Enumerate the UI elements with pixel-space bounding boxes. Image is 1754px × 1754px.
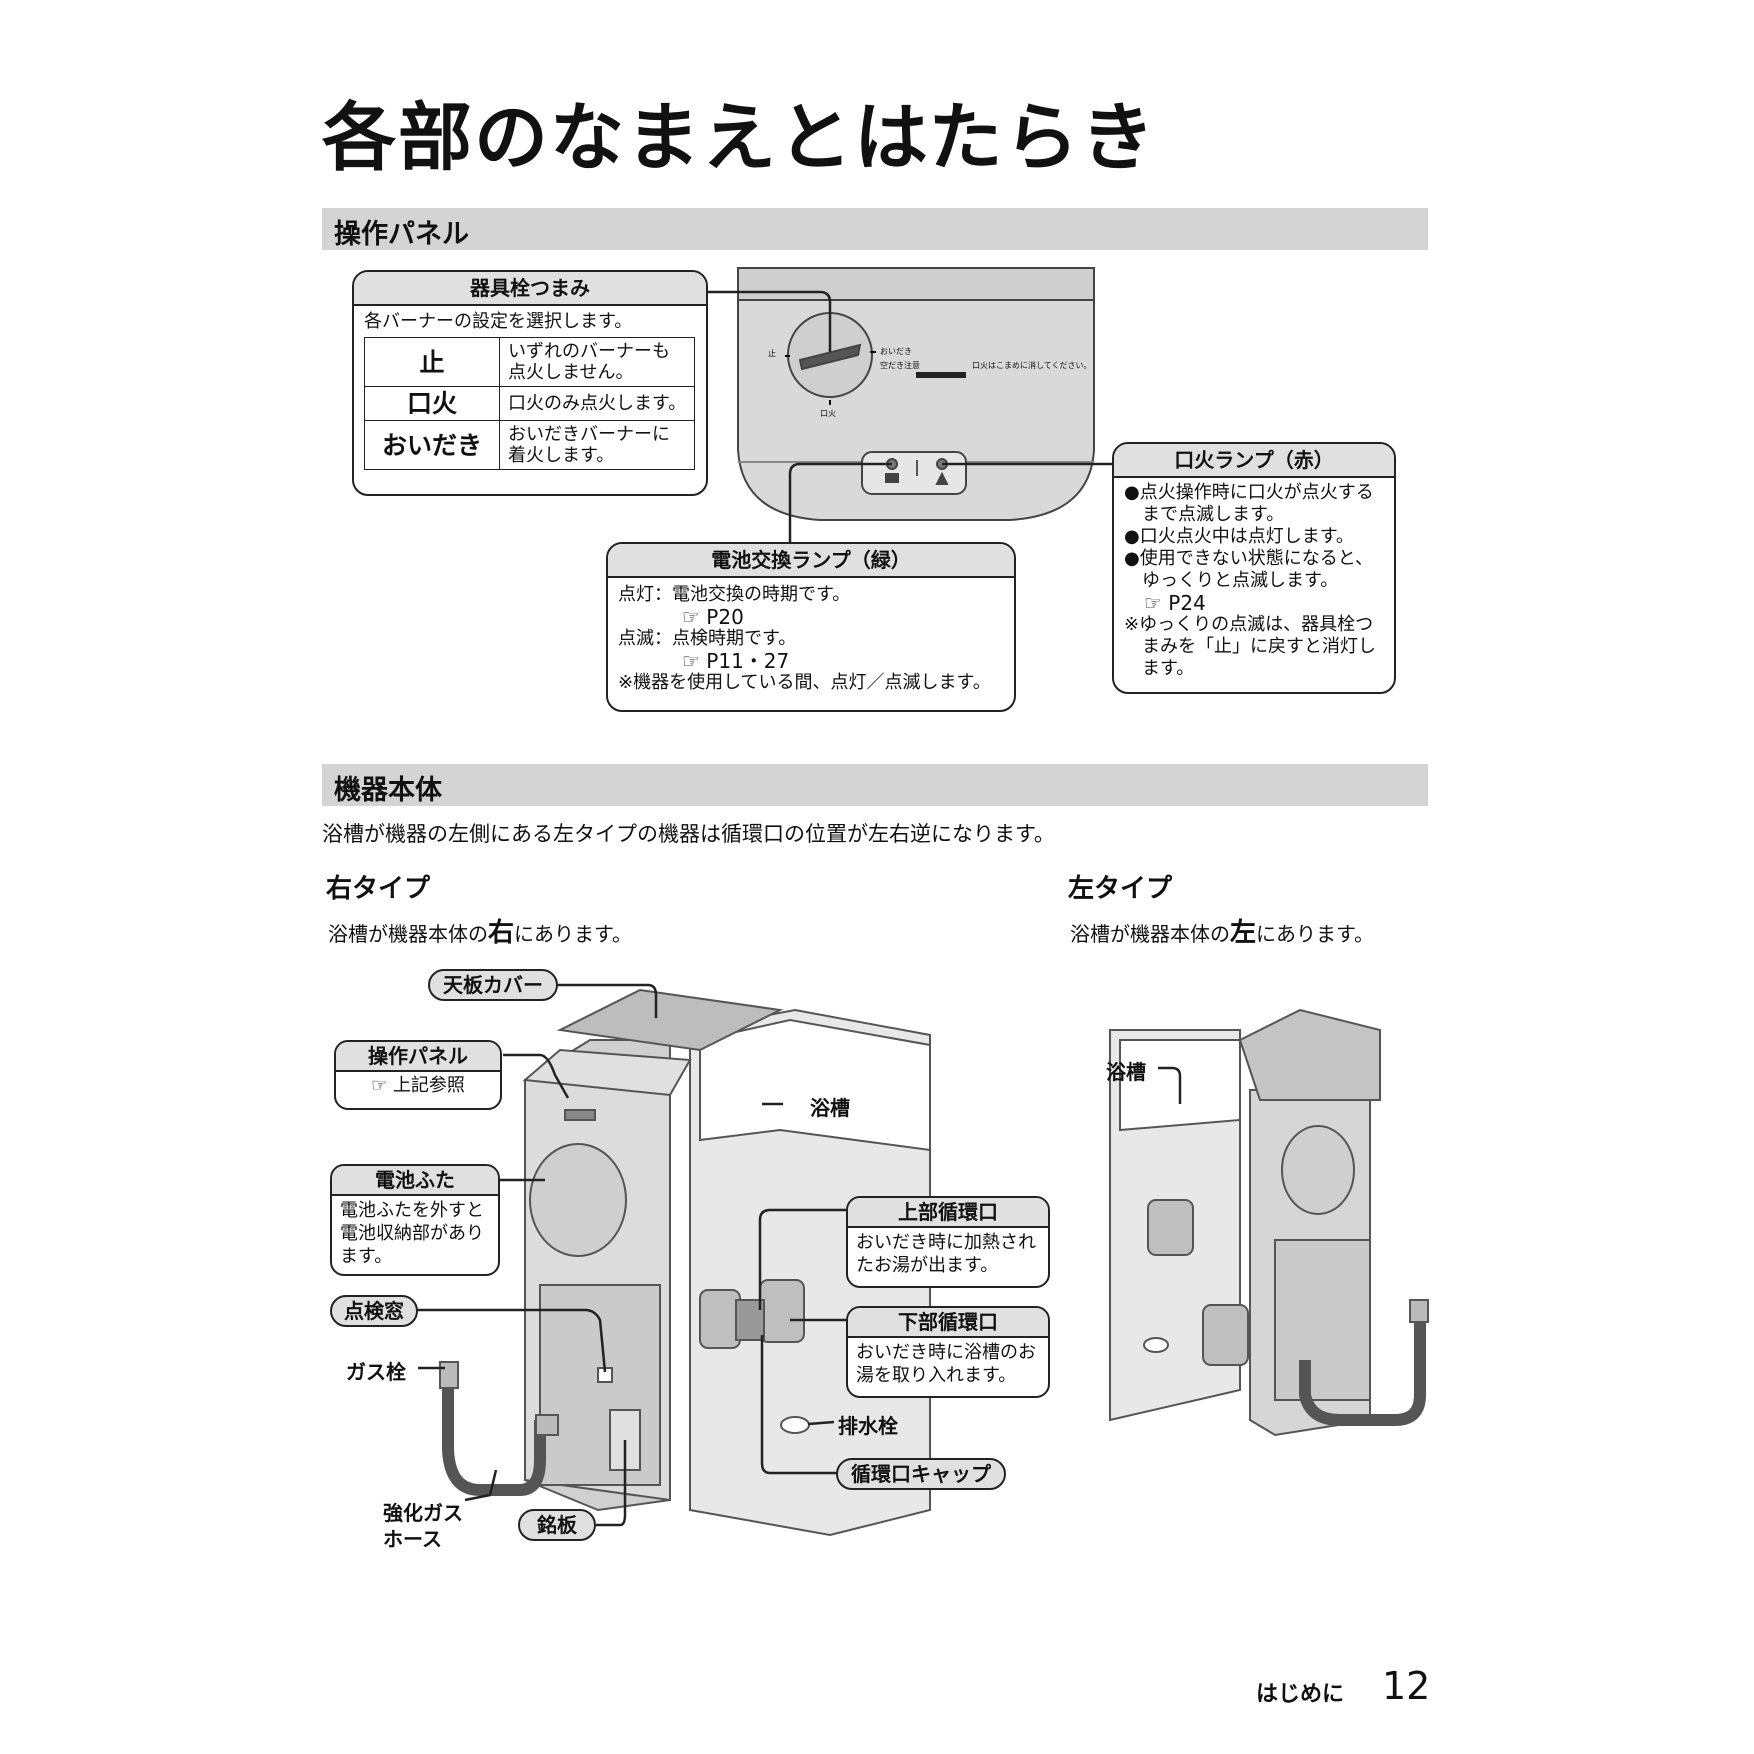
left-type-desc-emphasis: 左 (1230, 918, 1257, 948)
device-label-empty-warning: 空だき注意 (880, 361, 920, 370)
upper-port-desc: たお湯が出ます。 (856, 1255, 999, 1276)
label-nameplate: 銘板 (518, 1509, 596, 1541)
control-panel-device (737, 267, 1095, 521)
right-type-desc-emphasis: 右 (488, 918, 515, 948)
page-title: 各部のなまえとはたらき (322, 95, 1157, 181)
knob-key-reheat: おいだき (364, 420, 500, 470)
pilot-lamp-line: ●口火点火中は点灯します。 (1124, 526, 1354, 547)
knob-desc: 口火のみ点火します。 (508, 393, 687, 414)
table-row: 口火 口火のみ点火します。 (364, 386, 696, 421)
footer-page-number: 12 (1382, 1664, 1431, 1708)
knob-callout: 器具栓つまみ 各バーナーの設定を選択します。 止 いずれのバーナーも点火しません… (352, 270, 708, 496)
device-label-stop: 止 (768, 349, 776, 358)
label-inspection-window: 点検窓 (330, 1295, 418, 1327)
main-unit-left (1109, 1008, 1429, 1437)
left-type-desc-pre: 浴槽が機器本体の (1070, 922, 1230, 946)
body-leader-lines (415, 983, 846, 1527)
pilot-lamp-note: まみを「止」に戻すと消灯し (1124, 636, 1376, 657)
left-type-heading: 左タイプ (1068, 874, 1173, 904)
knob-intro: 各バーナーの設定を選択します。 (364, 311, 633, 332)
battery-lamp-line1: 点灯：電池交換の時期です。 (618, 584, 851, 605)
label-drain-plug: 排水栓 (838, 1414, 898, 1438)
battery-cover-desc: 電池ふたを外すと (340, 1200, 484, 1221)
left-type-desc: 浴槽が機器本体の左にあります。 (1070, 912, 1374, 949)
battery-lamp-callout: 電池交換ランプ（緑） 点灯：電池交換の時期です。 ☞ P20 点滅：点検時期です… (606, 542, 1016, 712)
pilot-lamp-ref: P24 (1168, 591, 1206, 615)
pilot-lamp-callout: 口火ランプ（赤） ●点火操作時に口火が点火する まで点滅します。 ●口火点火中は… (1112, 442, 1396, 694)
label-gas-hose: 強化ガス ホース (383, 1500, 463, 1552)
knob-title: 器具栓つまみ (354, 272, 706, 306)
hand-pointer-icon: ☞ (1144, 591, 1162, 615)
pilot-lamp-line: ゆっくりと点滅します。 (1124, 570, 1339, 591)
body-intro: 浴槽が機器の左側にある左タイプの機器は循環口の位置が左右逆になります。 (322, 822, 1055, 846)
right-type-desc-pre: 浴槽が機器本体の (328, 922, 488, 946)
label-bathtub-left: 浴槽 (1106, 1060, 1146, 1084)
footer-section: はじめに (1256, 1682, 1345, 1707)
body-section-heading: 機器本体 (322, 764, 1428, 806)
battery-lamp-line2: 点滅：点検時期です。 (618, 628, 797, 649)
label-gas-hose-line: 強化ガス (383, 1501, 463, 1525)
label-lower-port: 下部循環口 おいだき時に浴槽のお 湯を取り入れます。 (846, 1306, 1050, 1398)
table-row: 止 いずれのバーナーも点火しません。 (364, 337, 696, 387)
table-row: おいだき おいだきバーナーに着火します。 (364, 420, 696, 470)
pilot-lamp-title: 口火ランプ（赤） (1114, 444, 1394, 478)
knob-key-stop: 止 (364, 337, 500, 387)
knob-table: 止 いずれのバーナーも点火しません。 口火 口火のみ点火します。 おいだき おい… (364, 337, 696, 470)
label-panel-ref: 上記参照 (392, 1075, 465, 1096)
label-battery-cover-title: 電池ふた (332, 1166, 498, 1196)
panel-section-heading: 操作パネル (322, 208, 1428, 250)
label-gas-hose-line: ホース (383, 1527, 442, 1551)
knob-desc: いずれのバーナーも (508, 341, 670, 362)
label-battery-cover: 電池ふた 電池ふたを外すと 電池収納部があり ます。 (330, 1164, 500, 1276)
pilot-lamp-note: ます。 (1124, 658, 1195, 679)
upper-port-desc: おいだき時に加熱され (856, 1232, 1036, 1253)
label-lower-port-title: 下部循環口 (848, 1308, 1048, 1338)
battery-cover-desc: ます。 (340, 1246, 393, 1267)
label-gas-valve: ガス栓 (346, 1360, 406, 1384)
label-port-cap: 循環口キャップ (836, 1458, 1006, 1490)
hand-pointer-icon: ☞ (371, 1075, 388, 1096)
battery-cover-desc: 電池収納部があり (340, 1223, 484, 1244)
battery-lamp-note: ※機器を使用している間、点灯／点滅します。 (618, 672, 991, 693)
battery-lamp-title: 電池交換ランプ（緑） (608, 544, 1014, 578)
knob-desc: 着火します。 (508, 445, 615, 466)
device-label-reheat: おいだき (880, 347, 912, 356)
label-panel: 操作パネル ☞ 上記参照 (334, 1040, 502, 1110)
lower-port-desc: おいだき時に浴槽のお (856, 1342, 1036, 1363)
panel-leader-lines (708, 290, 1112, 545)
pilot-lamp-line: まで点滅します。 (1124, 504, 1285, 525)
right-type-heading: 右タイプ (326, 874, 431, 904)
label-top-cover: 天板カバー (428, 969, 558, 1001)
hand-pointer-icon: ☞ (682, 649, 700, 673)
hand-pointer-icon: ☞ (682, 605, 700, 629)
lower-port-desc: 湯を取り入れます。 (856, 1365, 1017, 1386)
right-type-desc-post: にあります。 (514, 922, 633, 946)
device-label-pilot: 口火 (820, 409, 836, 418)
label-panel-title: 操作パネル (336, 1042, 500, 1072)
pilot-lamp-note: ※ゆっくりの点滅は、器具栓つ (1124, 614, 1374, 635)
knob-desc: おいだきバーナーに (508, 424, 670, 445)
battery-lamp-ref1: P20 (706, 605, 744, 629)
knob-desc: 点火しません。 (508, 362, 634, 383)
pilot-lamp-line: ●使用できない状態になると、 (1124, 548, 1373, 569)
label-upper-port-title: 上部循環口 (848, 1198, 1048, 1228)
right-type-desc: 浴槽が機器本体の右にあります。 (328, 912, 632, 949)
knob-key-pilot: 口火 (364, 386, 500, 421)
left-type-desc-post: にあります。 (1256, 922, 1375, 946)
device-label-pilot-note: 口火はこまめに消してください。 (972, 361, 1092, 370)
pilot-lamp-line: ●点火操作時に口火が点火する (1124, 482, 1374, 503)
battery-lamp-ref2: P11・27 (706, 649, 790, 673)
label-upper-port: 上部循環口 おいだき時に加熱され たお湯が出ます。 (846, 1196, 1050, 1288)
label-bathtub: 浴槽 (810, 1096, 850, 1120)
